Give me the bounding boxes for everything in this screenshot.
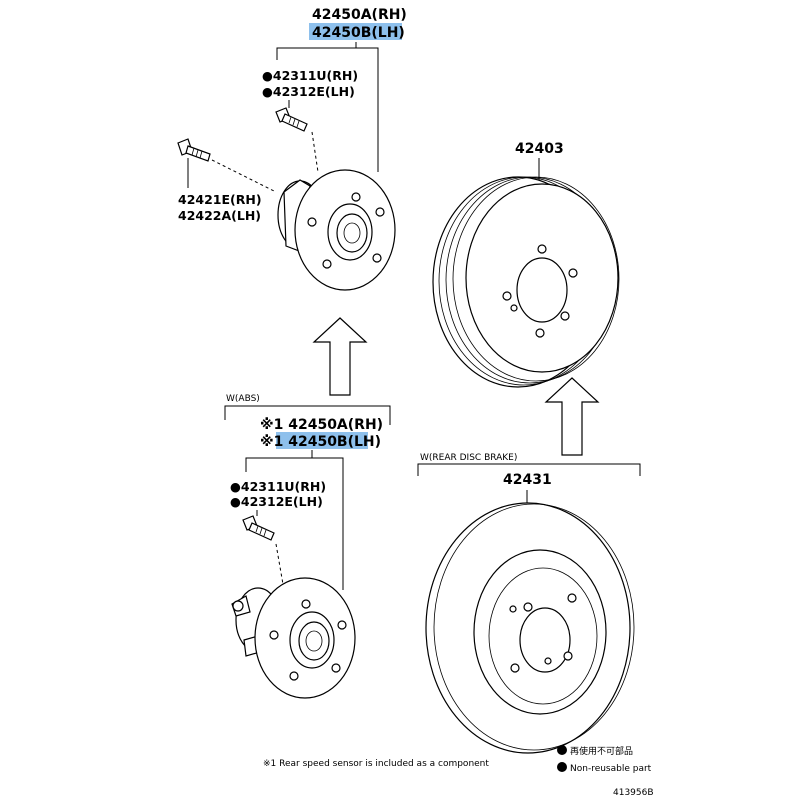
upper-bolt-dashed-path [211, 159, 277, 193]
arrow-to-upper-hub [312, 317, 368, 396]
rear-disc-group: W(REAR DISC BRAKE) 42431 [417, 453, 641, 754]
upper-stud-callout-lh[interactable]: ●42312E(LH) [262, 84, 355, 99]
legend-dot-jp [557, 745, 567, 755]
upper-bolt-callout-rh[interactable]: 42421E(RH) [178, 192, 262, 207]
upper-hub-bracket [276, 42, 379, 172]
abs-stud-callout-rh[interactable]: ●42311U(RH) [230, 479, 326, 494]
upper-stud-dashed-path [311, 131, 319, 173]
brake-drum-assembly: 42403 [432, 141, 620, 388]
legend-dot-en [557, 762, 567, 772]
disc-group-bracket [417, 463, 641, 476]
upper-bolt-callout-lh[interactable]: 42422A(LH) [178, 208, 261, 223]
footnotes: ※1 Rear speed sensor is included as a co… [263, 745, 654, 798]
disc-callout[interactable]: 42431 [503, 472, 552, 488]
brake-drum [432, 176, 620, 388]
upper-hub-bolt [177, 138, 211, 162]
legend-non-reusable-en: Non-reusable part [570, 764, 652, 774]
abs-group-bracket [224, 405, 391, 425]
abs-stud-dashed-path [275, 543, 285, 591]
upper-hub-body [277, 169, 396, 291]
upper-stud-callout-rh[interactable]: ●42311U(RH) [262, 68, 358, 83]
abs-hub-stud [242, 515, 275, 541]
abs-hub-bracket [245, 450, 344, 590]
abs-hub-group: W(ABS) ※1 42450A(RH) ※1 42450B(LH) ●4231… [224, 394, 391, 699]
drum-callout[interactable]: 42403 [515, 141, 564, 157]
abs-hub-callout-lh[interactable]: ※1 42450B(LH) [260, 434, 381, 450]
abs-condition-label: W(ABS) [226, 394, 260, 404]
upper-hub-callout-lh[interactable]: 42450B(LH) [312, 25, 405, 41]
upper-hub-callout-rh[interactable]: 42450A(RH) [312, 7, 407, 23]
footnote-speed-sensor: ※1 Rear speed sensor is included as a co… [263, 759, 489, 769]
figure-id: 413956B [613, 788, 654, 798]
brake-disc [425, 502, 635, 754]
arrow-to-drum [544, 377, 600, 456]
upper-hub-assembly: 42450A(RH) 42450B(LH) ●42311U(RH) ●42312… [177, 7, 407, 291]
abs-hub-body [231, 577, 356, 699]
upper-hub-stud [275, 107, 308, 132]
abs-stud-callout-lh[interactable]: ●42312E(LH) [230, 494, 323, 509]
upper-hub-highlight [309, 23, 402, 40]
disc-condition-label: W(REAR DISC BRAKE) [420, 453, 517, 463]
legend-non-reusable-jp: 再使用不可部品 [570, 745, 633, 757]
abs-hub-highlight [276, 432, 368, 449]
abs-hub-callout-rh[interactable]: ※1 42450A(RH) [260, 417, 383, 433]
